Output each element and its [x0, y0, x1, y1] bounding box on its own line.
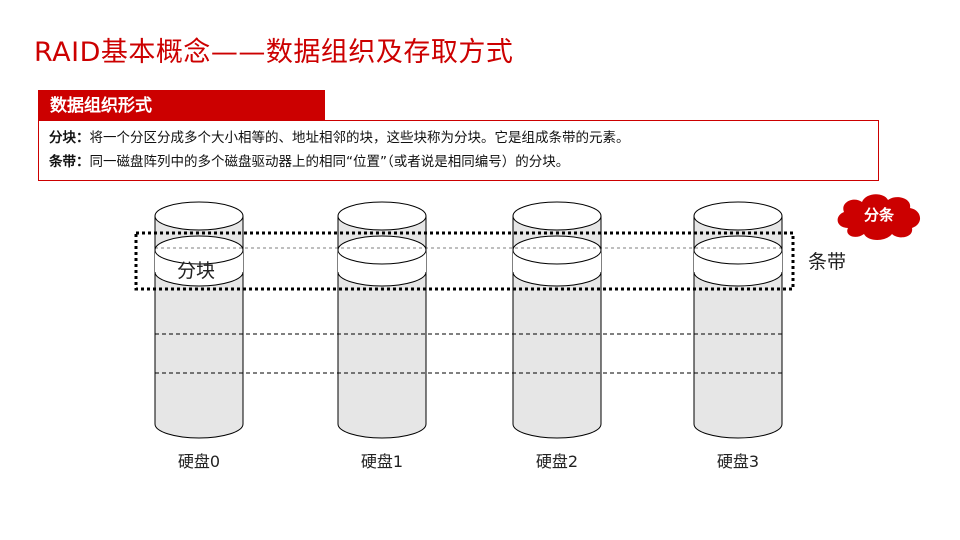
stripe-outline [134, 231, 795, 291]
block-label: 分块 [177, 260, 216, 282]
disk-block-1 [337, 235, 427, 265]
disk-top-1 [337, 201, 427, 231]
definition-text-stripe: 同一磁盘阵列中的多个磁盘驱动器上的相同“位置”（或者说是相同编号）的分块。 [89, 154, 570, 170]
definition-block: 分块：将一个分区分成多个大小相等的、地址相邻的块，这些块称为分块。它是组成条带的… [49, 126, 878, 150]
disk-block-2 [512, 235, 602, 265]
cloud-icon [837, 194, 921, 240]
disk-label-3: 硬盘3 [716, 452, 760, 471]
stripe-cloud-badge: 分条 [832, 190, 926, 242]
disk-top-3 [693, 201, 783, 231]
definition-box: 分块：将一个分区分成多个大小相等的、地址相邻的块，这些块称为分块。它是组成条带的… [38, 120, 879, 181]
disk-block-0 [154, 235, 244, 265]
definition-stripe: 条带：同一磁盘阵列中的多个磁盘驱动器上的相同“位置”（或者说是相同编号）的分块。 [49, 150, 878, 174]
badge-label: 分条 [863, 206, 894, 224]
definition-term-stripe: 条带： [49, 154, 90, 170]
disk-label-0: 硬盘0 [177, 452, 221, 471]
stripe-label: 条带 [808, 251, 847, 273]
disk-top-2 [512, 201, 602, 231]
disk-top-0 [154, 201, 244, 231]
disk-label-2: 硬盘2 [535, 452, 579, 471]
section-header: 数据组织形式 [38, 90, 325, 122]
definition-term-block: 分块： [49, 130, 90, 146]
disk-label-1: 硬盘1 [360, 452, 404, 471]
definition-text-block: 将一个分区分成多个大小相等的、地址相邻的块，这些块称为分块。它是组成条带的元素。 [89, 130, 630, 146]
slide-title: RAID基本概念——数据组织及存取方式 [34, 37, 514, 68]
disk-block-3 [693, 235, 783, 265]
